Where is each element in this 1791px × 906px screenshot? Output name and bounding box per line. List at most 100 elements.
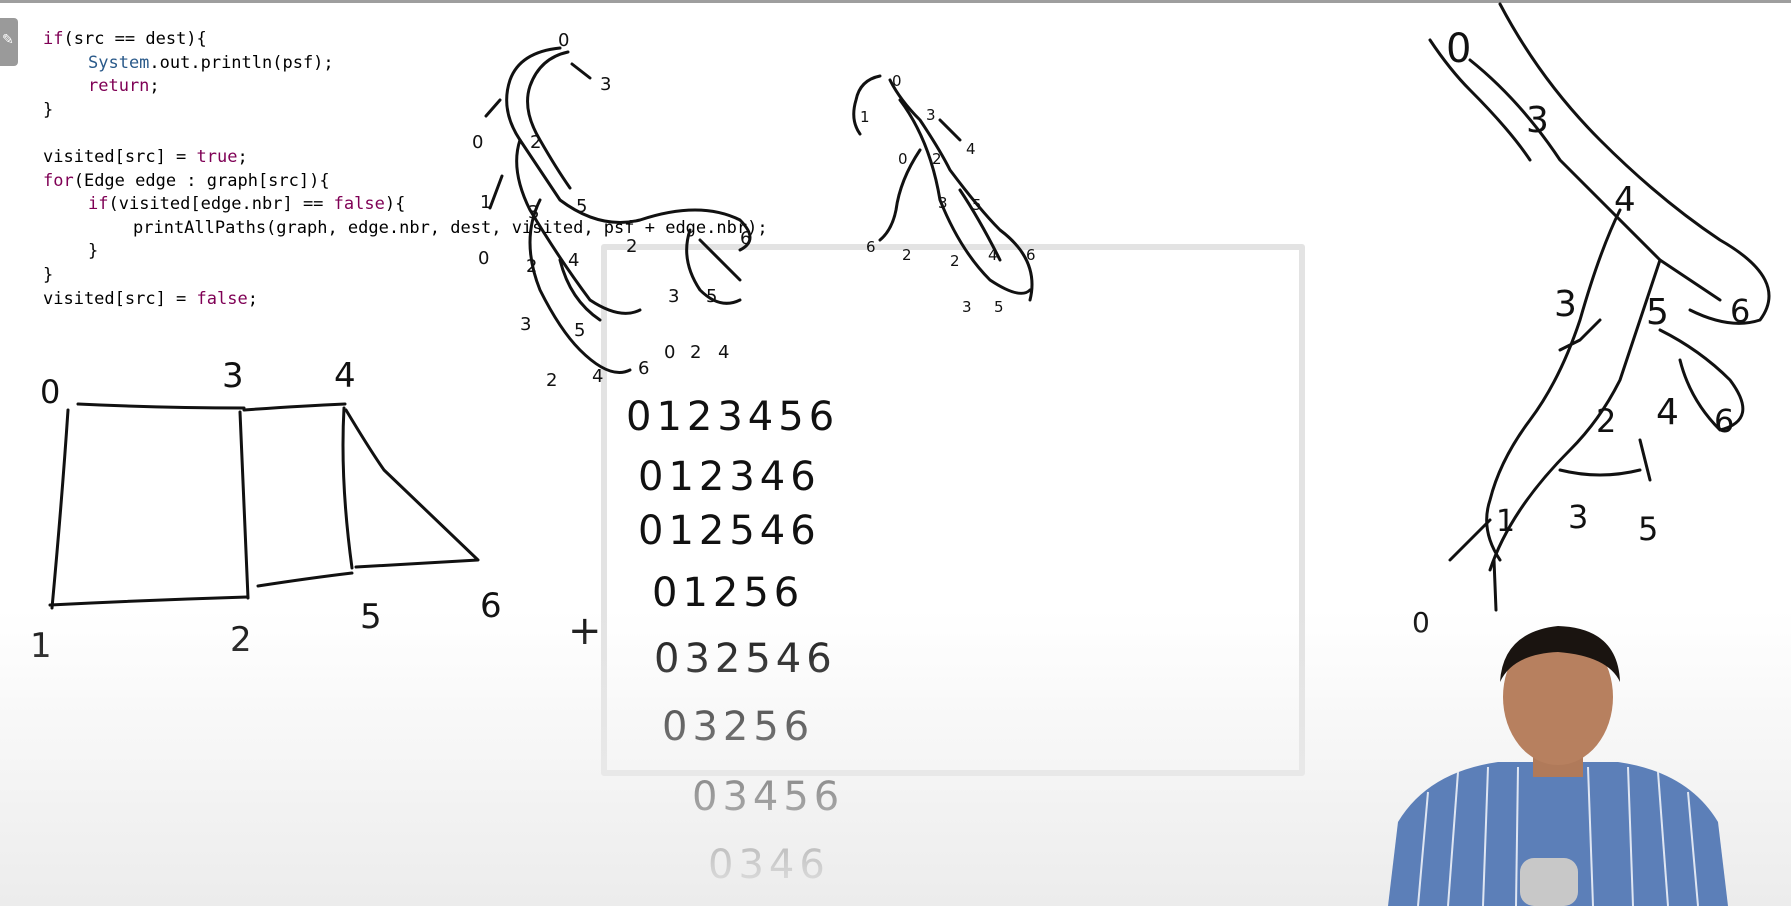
tree-right-lines bbox=[1428, 2, 1771, 612]
tree-mid-label: 2 bbox=[902, 246, 912, 264]
tree-mid-label: 6 bbox=[866, 238, 876, 256]
tree-left-label: 0 bbox=[472, 132, 484, 153]
tree-mid-label: 3 bbox=[962, 298, 972, 316]
tree-right-label: 3 bbox=[1568, 498, 1589, 536]
edge-0-1 bbox=[50, 408, 70, 610]
code-token: true bbox=[196, 146, 238, 167]
tree-right-label: 3 bbox=[1526, 100, 1549, 141]
tree-left-label: 4 bbox=[718, 342, 730, 363]
tree-mid-label: 5 bbox=[972, 196, 982, 214]
code-line: return; bbox=[43, 75, 768, 99]
tree-left-label: 2 bbox=[546, 370, 558, 391]
tree-mid-label: 4 bbox=[988, 246, 998, 264]
code-token: (Edge edge : graph[src]){ bbox=[73, 170, 330, 191]
code-token: false bbox=[333, 194, 385, 215]
graph-label-0: 0 bbox=[40, 373, 61, 411]
toolbar-handle[interactable]: ✎ bbox=[0, 18, 18, 66]
code-line: if(visited[edge.nbr] == false){ bbox=[43, 193, 768, 217]
edge-3-2 bbox=[238, 410, 250, 600]
presenter-shirt bbox=[1388, 762, 1728, 906]
code-token: false bbox=[196, 288, 248, 309]
tree-left-label: 2 bbox=[526, 256, 538, 277]
path-row-8: 0346 bbox=[708, 842, 830, 888]
code-token: ){ bbox=[384, 194, 406, 215]
tree-left-label: 0 bbox=[664, 342, 676, 363]
code-token: if bbox=[88, 194, 109, 215]
presenter-video bbox=[1388, 626, 1728, 906]
edge-4-5 bbox=[341, 406, 354, 570]
tree-left-label: 3 bbox=[520, 314, 532, 335]
tree-mid-lines bbox=[852, 74, 1034, 302]
top-border bbox=[0, 0, 1791, 3]
tree-left-label: 5 bbox=[576, 196, 588, 217]
tree-right-label: 6 bbox=[1730, 292, 1751, 330]
tree-left-label: 2 bbox=[626, 236, 638, 257]
code-token: for bbox=[43, 170, 74, 191]
code-token: } bbox=[88, 241, 99, 262]
code-line: } bbox=[43, 264, 768, 288]
code-token: .out.println(psf); bbox=[149, 52, 334, 73]
tree-right-label: 4 bbox=[1614, 180, 1636, 220]
tree-mid-label: 3 bbox=[938, 194, 948, 212]
graph-label-3: 3 bbox=[222, 356, 244, 396]
edge-0-3 bbox=[76, 402, 246, 410]
code-line: } bbox=[43, 99, 768, 123]
edge-4-6 bbox=[344, 408, 480, 569]
tree-mid-label: 0 bbox=[898, 150, 908, 168]
code-token: ; bbox=[247, 288, 258, 309]
tree-left-label: 2 bbox=[530, 132, 542, 153]
edge-2-5 bbox=[256, 571, 354, 588]
graph-label-2: 2 bbox=[230, 620, 252, 660]
code-token: visited[src] = bbox=[43, 288, 197, 309]
tree-left-label: 4 bbox=[568, 250, 580, 271]
tree-right-label: 1 bbox=[1496, 504, 1516, 539]
tree-left-label: 6 bbox=[638, 358, 650, 379]
tree-right-label: 4 bbox=[1656, 392, 1679, 433]
graph-label-4: 4 bbox=[334, 356, 356, 396]
presenter-hair bbox=[1500, 626, 1620, 682]
graph-edges bbox=[48, 402, 480, 610]
tree-mid-label: 4 bbox=[966, 140, 976, 158]
tree-mid-label: 3 bbox=[926, 106, 936, 124]
code-token: visited[src] = bbox=[43, 146, 197, 167]
tree-right-label: 6 bbox=[1714, 402, 1735, 440]
code-line: if(src == dest){ bbox=[43, 28, 768, 52]
tree-right-label: 3 bbox=[1554, 284, 1577, 325]
path-row-4: 01256 bbox=[652, 570, 805, 616]
path-row-3: 012546 bbox=[638, 508, 821, 554]
tree-right-label: 2 bbox=[1596, 402, 1617, 440]
tree-left-label: 5 bbox=[706, 286, 718, 307]
code-token: ; bbox=[149, 76, 160, 97]
code-line: visited[src] = false; bbox=[43, 288, 768, 312]
tree-left-label: 5 bbox=[574, 320, 586, 341]
tree-left-label: 3 bbox=[668, 286, 680, 307]
graph-label-1: 1 bbox=[30, 626, 52, 666]
code-token: if bbox=[43, 29, 64, 49]
code-token: } bbox=[43, 99, 54, 120]
path-row-6: 03256 bbox=[662, 704, 815, 750]
tree-left-lines bbox=[484, 46, 752, 374]
code-token: ; bbox=[237, 146, 248, 167]
graph-label-6: 6 bbox=[480, 586, 502, 626]
edge-1-2 bbox=[48, 595, 249, 607]
code-token: (src == dest){ bbox=[63, 29, 207, 49]
microphone bbox=[1520, 858, 1578, 906]
code-token: (visited[edge.nbr] == bbox=[108, 194, 334, 215]
tree-mid-label: 2 bbox=[950, 252, 960, 270]
tree-left-label: 2 bbox=[690, 342, 702, 363]
path-row-1: 0123456 bbox=[626, 394, 840, 440]
tree-mid-label: 5 bbox=[994, 298, 1004, 316]
pen-tool-icon[interactable]: ✎ bbox=[2, 32, 14, 48]
code-line: } bbox=[43, 240, 768, 264]
presenter-face bbox=[1503, 629, 1613, 765]
code-block: if(src == dest){System.out.println(psf);… bbox=[43, 28, 768, 311]
tree-left-label: 6 bbox=[740, 228, 752, 249]
code-token: } bbox=[43, 264, 54, 285]
tree-left-label: 0 bbox=[558, 30, 570, 51]
graph-label-5: 5 bbox=[360, 597, 382, 637]
tree-left-label: 3 bbox=[528, 202, 540, 223]
code-token: return bbox=[88, 76, 150, 97]
path-row-2: 012346 bbox=[638, 454, 821, 500]
edge-3-4 bbox=[242, 402, 347, 412]
